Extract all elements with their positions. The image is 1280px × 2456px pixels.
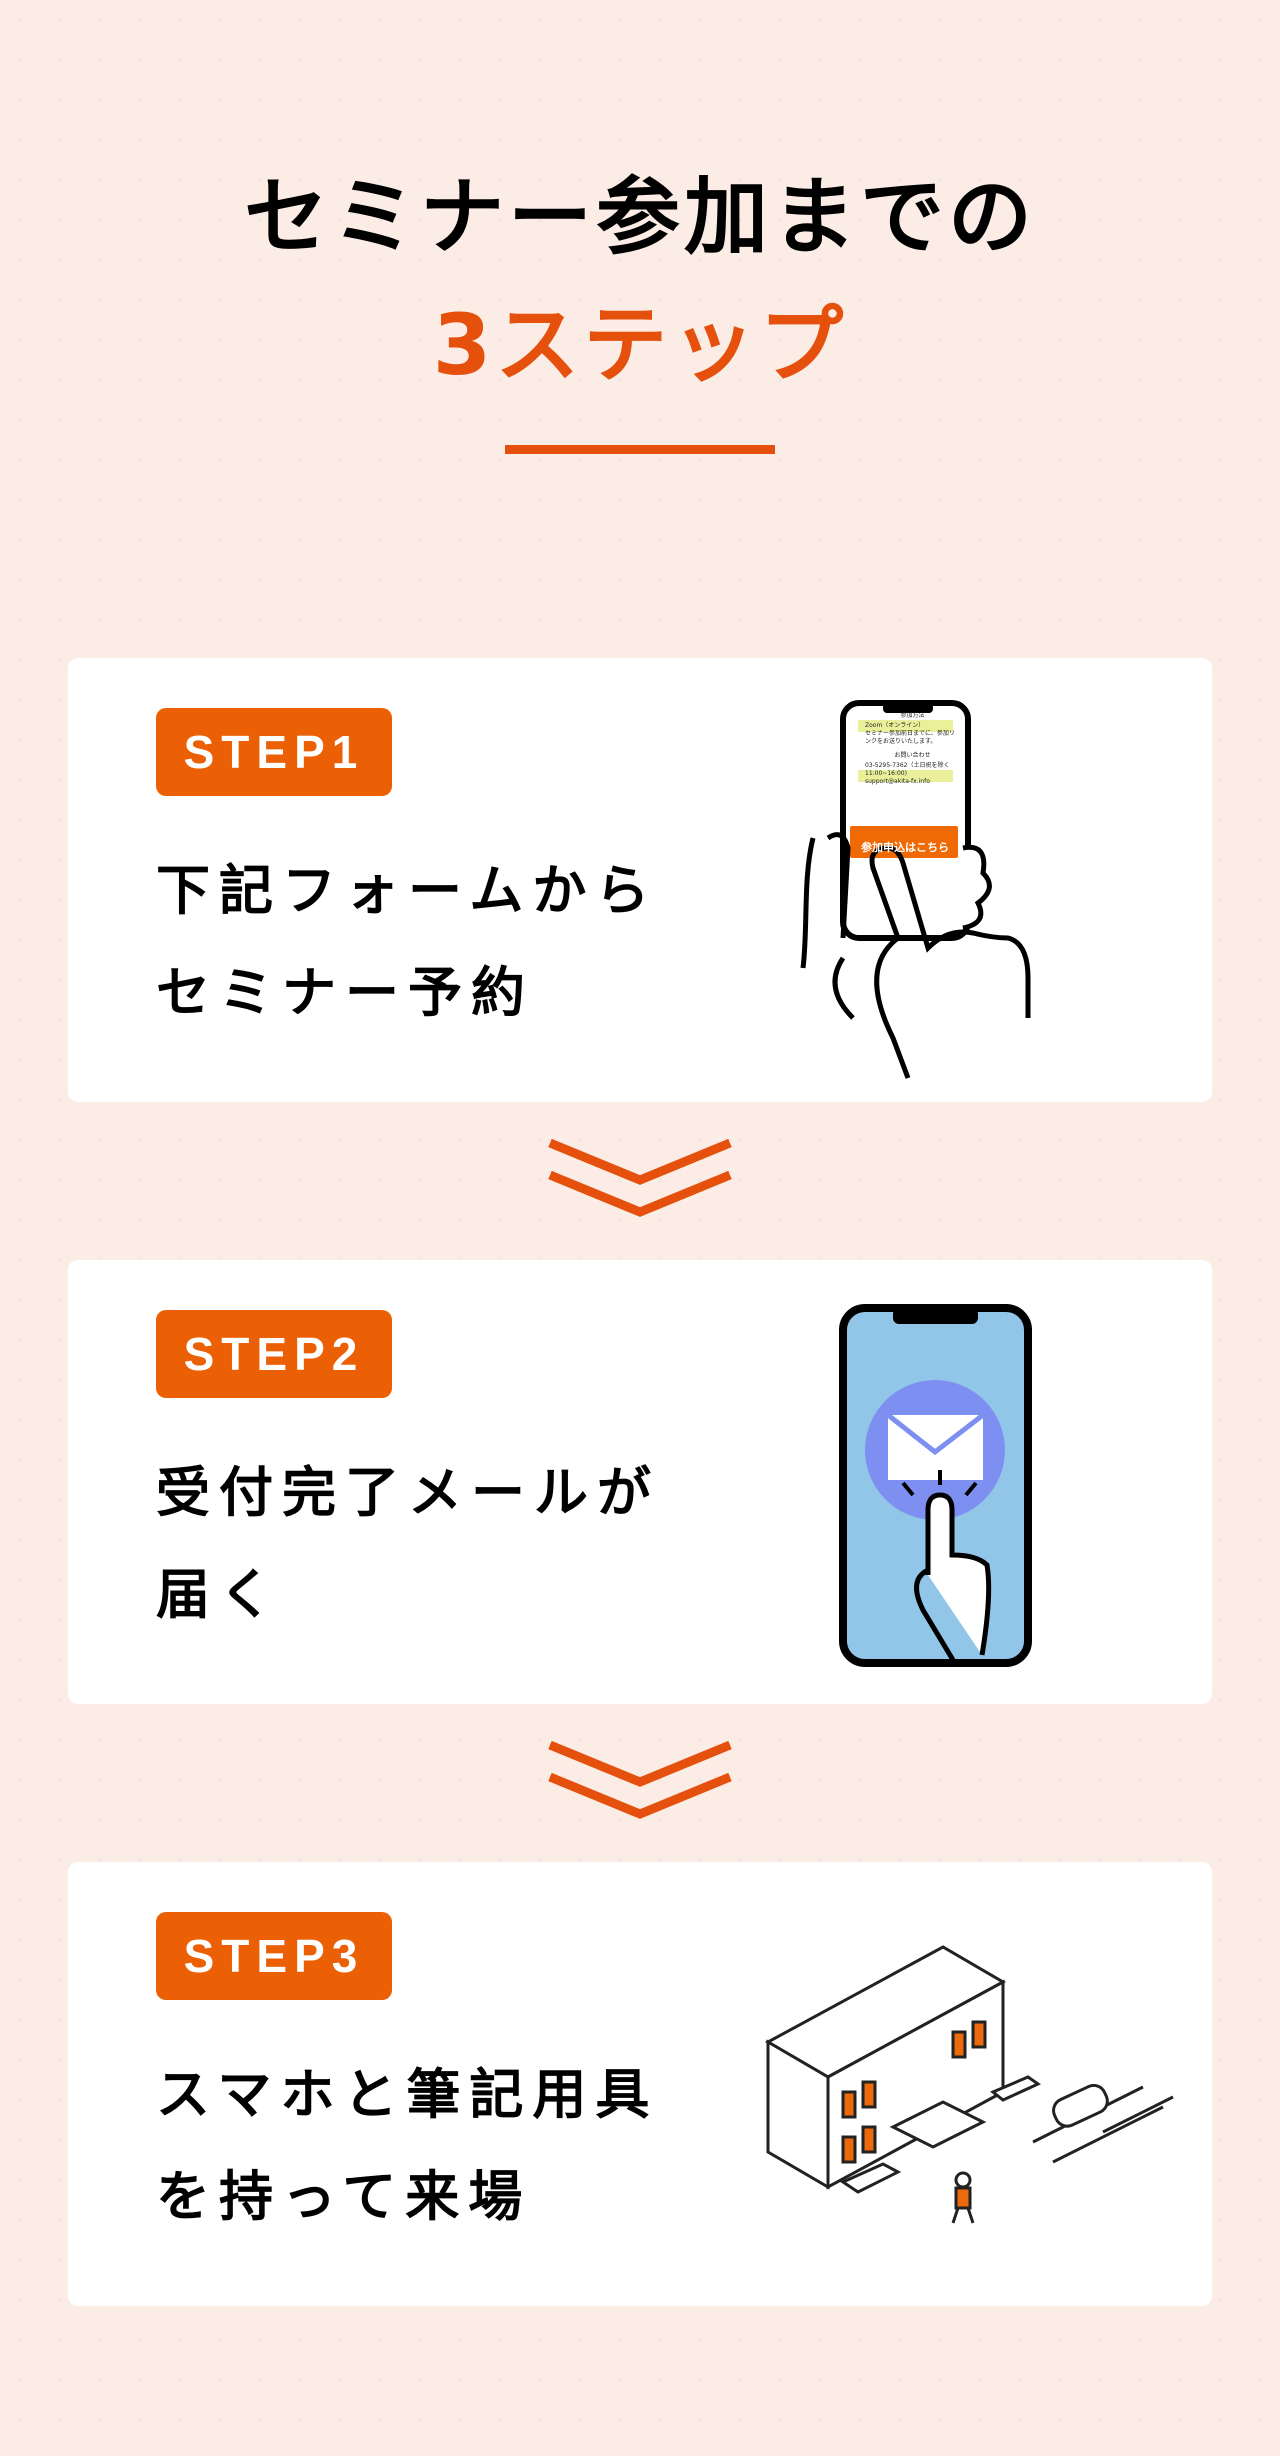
step-card-3: STEP3 スマホと筆記用具 を持って来場 xyxy=(68,1862,1212,2306)
title-divider xyxy=(505,445,775,454)
phone-screen-content: 参加方法 Zoom（オンライン） セミナー参加前日までに、参加リンクをお送りいた… xyxy=(865,710,960,786)
step-badge: STEP1 xyxy=(156,708,392,796)
screen-contact-3: support@akita-fx.info xyxy=(865,778,930,785)
step-text-line1: 下記フォームから xyxy=(156,859,659,922)
step-text-line1: 受付完了メールが xyxy=(156,1461,660,1524)
mail-phone-illustration xyxy=(833,1300,1113,1680)
step-card-2: STEP2 受付完了メールが 届く xyxy=(68,1260,1212,1704)
building-illustration xyxy=(763,1942,1183,2242)
hand-phone-illustration xyxy=(798,698,1158,1098)
screen-body-1: Zoom（オンライン） xyxy=(865,722,925,729)
apply-button: 参加申込はこちら xyxy=(861,841,949,854)
screen-body-2: セミナー参加前日までに、参加リンクをお送りいたします。 xyxy=(865,730,955,745)
screen-contact-1: 03-5295-7362（土日祝を除く xyxy=(865,762,950,769)
step-text-line2: セミナー予約 xyxy=(156,961,534,1024)
step-badge: STEP3 xyxy=(156,1912,392,2000)
screen-contact-2: 11:00~16:00) xyxy=(865,770,907,777)
step-card-1: STEP1 下記フォームから セミナー予約 参加方法 Zoom（オンライン） セ… xyxy=(68,658,1212,1102)
step-text-line2: を持って来場 xyxy=(156,2165,532,2228)
screen-section-2: お問い合わせ xyxy=(894,752,931,759)
step-text-line2: 届く xyxy=(156,1563,282,1626)
step-text-line1: スマホと筆記用具 xyxy=(156,2063,659,2126)
step-badge: STEP2 xyxy=(156,1310,392,1398)
chevron-down-icon xyxy=(548,1740,732,1819)
page-subtitle: 3ステップ xyxy=(432,296,848,394)
screen-section-1: 参加方法 xyxy=(900,712,925,719)
chevron-down-icon xyxy=(548,1138,732,1217)
page-title: セミナー参加までの xyxy=(243,168,1036,266)
